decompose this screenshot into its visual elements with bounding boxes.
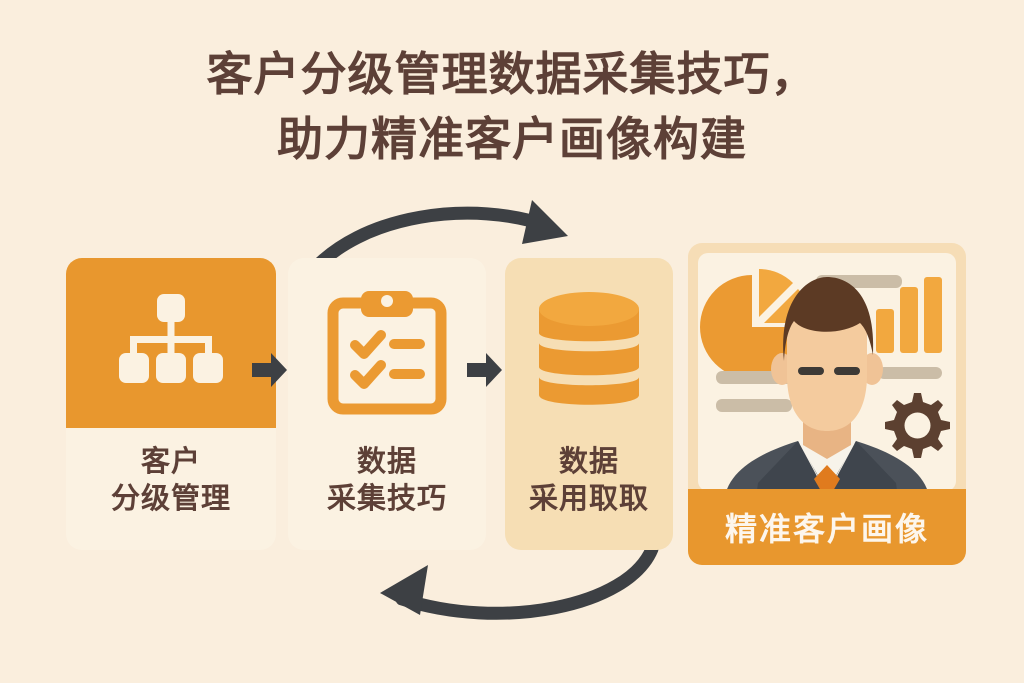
card-label-line-1: 数据: [356, 446, 417, 478]
arrow-loop-bottom: [340, 542, 660, 640]
arrow-card1-card2: [252, 350, 288, 390]
persona-label-bar: 精准客户画像: [688, 489, 966, 565]
text-line: [716, 399, 792, 412]
card-label-line-1: 客户: [140, 446, 201, 478]
flow-card-label: 数据 采用取取: [505, 444, 673, 518]
clipboard-checklist-icon: [327, 291, 447, 415]
card-label-line-2: 分级管理: [110, 483, 231, 516]
flow-card-data-adoption[interactable]: 数据 采用取取: [505, 258, 673, 550]
title-line-1: 客户分级管理数据采集技巧，: [206, 48, 818, 100]
arrow-loop-top: [300, 198, 600, 288]
org-chart-icon: [119, 293, 223, 383]
persona-label-text: 精准客户画像: [724, 511, 929, 547]
card-icon-area: [288, 258, 486, 444]
flow-card-data-collection[interactable]: 数据 采集技巧: [288, 258, 486, 550]
curved-arrow-left-icon: [380, 542, 659, 620]
gear-icon: [885, 393, 950, 458]
flow-card-label: 客户 分级管理: [66, 444, 276, 518]
card-icon-area: [66, 258, 276, 428]
card-label-line-2: 采用取取: [528, 483, 649, 516]
arrow-right-icon: [467, 353, 502, 387]
bar-chart-icon: [876, 277, 942, 353]
flow-card-customer-tiering[interactable]: 客户 分级管理: [66, 258, 276, 550]
card-icon-area: [505, 258, 673, 444]
card-label-line-2: 采集技巧: [326, 483, 447, 516]
flow-card-label: 数据 采集技巧: [288, 444, 486, 518]
title-line-2: 助力精准客户画像构建: [277, 113, 747, 166]
arrow-card2-card3: [467, 350, 503, 390]
persona-panel[interactable]: 精准客户画像: [688, 243, 966, 565]
arrow-right-icon: [252, 353, 287, 387]
card-label-line-1: 数据: [558, 446, 619, 478]
page-title: 客户分级管理数据采集技巧， 助力精准客户画像构建: [0, 42, 1024, 173]
curved-arrow-right-icon: [301, 200, 568, 283]
text-line: [878, 367, 942, 379]
database-icon: [539, 292, 639, 405]
